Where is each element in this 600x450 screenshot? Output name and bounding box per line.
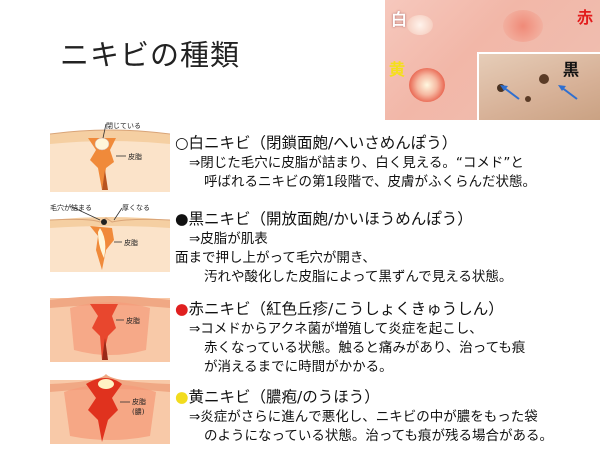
white-bump (407, 15, 433, 35)
diagram-label: 皮脂 (132, 397, 146, 406)
entry-black: ●黒ニキビ（開放面皰/かいほうめんぽう） ⇒皮脂が肌表 面まで押し上がって毛穴が… (175, 208, 595, 287)
skin-photo: 白 赤 黄 黒 (385, 0, 600, 120)
red-bump (503, 10, 543, 42)
arrow-icons (500, 85, 578, 100)
blackhead-dot (539, 74, 549, 84)
bullet-red: ● (175, 300, 189, 318)
photo-label-red: 赤 (577, 8, 594, 27)
diagram-label: 閉じている (106, 122, 141, 130)
entry-heading: 白ニキビ（閉鎖面皰/へいさめんぽう） (188, 134, 458, 152)
yellow-bump (409, 68, 445, 102)
entry-desc-line: ⇒炎症がさらに進んで悪化し、ニキビの中が膿をもった袋 (189, 409, 538, 425)
photo-label-white: 白 (391, 10, 408, 29)
diagram-white-comedo: 閉じている 皮脂 (50, 120, 170, 192)
page-title: ニキビの種類 (60, 38, 241, 72)
diagram-label: 皮脂 (126, 316, 140, 325)
bullet-black: ● (175, 210, 189, 228)
entry-desc-line: のようになっている状態。治っても痕が残る場合がある。 (204, 428, 553, 444)
diagram-label: 毛穴が詰まる (50, 203, 92, 212)
diagram-black-comedo: 毛穴が詰まる 厚くなる 皮脂 (50, 200, 170, 272)
entry-heading: 赤ニキビ（紅色丘疹/こうしょくきゅうしん） (188, 300, 504, 318)
blackhead-inset: 黒 (477, 52, 600, 120)
entry-red: ●赤ニキビ（紅色丘疹/こうしょくきゅうしん） ⇒コメドからアクネ菌が増殖して炎症… (175, 298, 595, 377)
entry-heading: 黒ニキビ（開放面皰/かいほうめんぽう） (188, 210, 473, 228)
entry-heading: 黄ニキビ（膿疱/のうほう） (188, 388, 380, 406)
entry-desc-line: ⇒皮脂が肌表 (189, 231, 268, 247)
photo-label-black: 黒 (563, 60, 580, 79)
entry-white: ○白ニキビ（閉鎖面皰/へいさめんぽう） ⇒閉じた毛穴に皮脂が詰まり、白く見える。… (175, 132, 595, 192)
entry-desc-line: ⇒閉じた毛穴に皮脂が詰まり、白く見える。“コメド”と (189, 155, 524, 171)
diagram-yellow-pustule: 皮脂 (膿) (50, 372, 170, 444)
blackhead-dot (525, 96, 531, 102)
diagram-label: (膿) (132, 407, 145, 416)
diagram-label: 厚くなる (122, 204, 150, 212)
entry-desc-line: ⇒コメドからアクネ菌が増殖して炎症を起こし、 (189, 321, 483, 337)
entry-desc-line: 面まで押し上がって毛穴が開き、 (175, 250, 376, 266)
entry-desc-line: が消えるまでに時間がかかる。 (204, 359, 393, 375)
photo-label-yellow: 黄 (389, 60, 406, 79)
entry-yellow: ●黄ニキビ（膿疱/のうほう） ⇒炎症がさらに進んで悪化し、ニキビの中が膿をもった… (175, 386, 595, 446)
entry-desc-line: 呼ばれるニキビの第1段階で、皮膚がふくらんだ状態。 (204, 174, 537, 190)
entry-desc-line: 赤くなっている状態。触ると痛みがあり、治っても痕 (204, 340, 526, 356)
bullet-yellow: ● (175, 388, 189, 406)
bullet-white: ○ (175, 134, 189, 152)
entry-desc-line: 汚れや酸化した皮脂によって黒ずんで見える状態。 (204, 269, 513, 285)
blackhead-dot (497, 84, 505, 92)
diagram-label: 皮脂 (128, 152, 142, 161)
diagram-red-papule: 皮脂 (50, 290, 170, 362)
diagram-label: 皮脂 (124, 238, 138, 247)
